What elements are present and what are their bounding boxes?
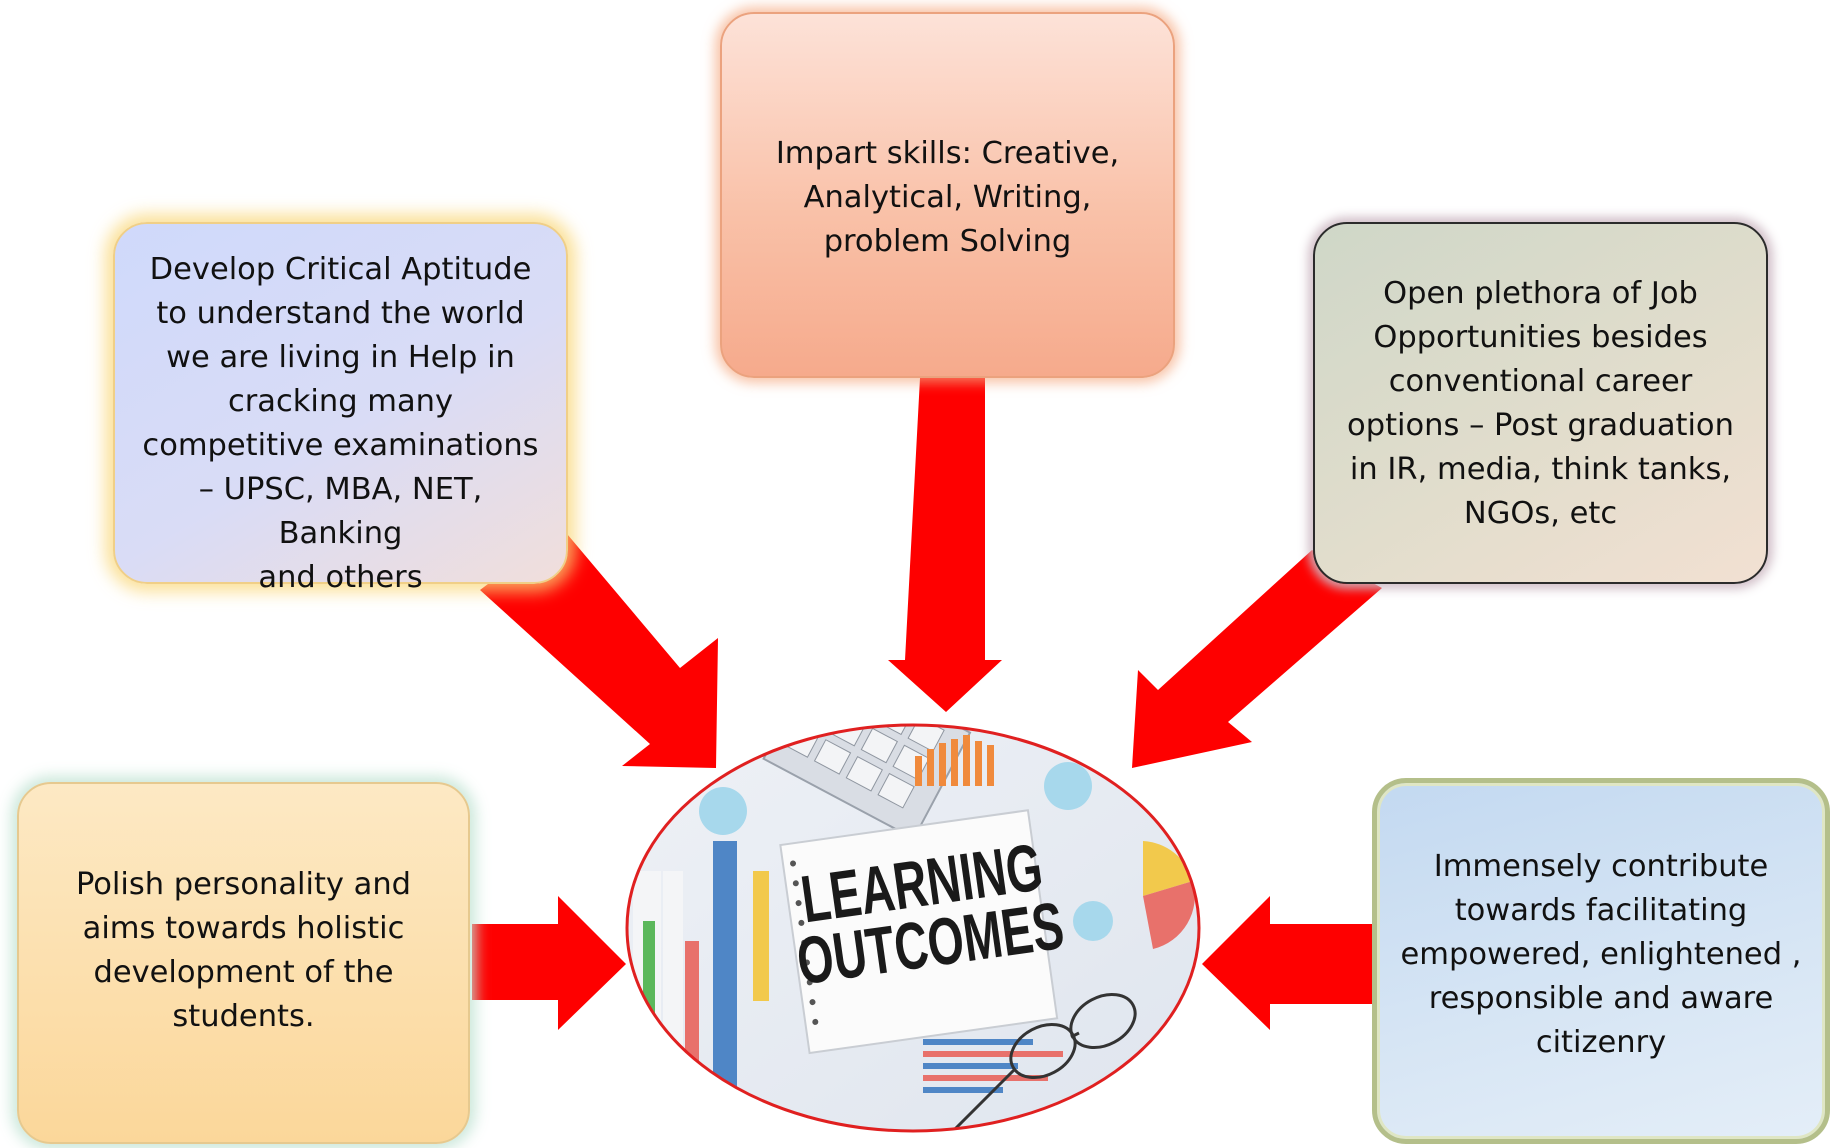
paper-ball [699,787,747,835]
center-ellipse-border [625,723,1201,1133]
arrow-from-polish [472,896,626,1030]
pie-chart [1143,841,1193,896]
arrow-from-jobs [1132,550,1382,768]
notebook: LEARNING OUTCOMES [779,809,1068,1055]
pie-slice [1143,881,1195,949]
box-polish-personality: Polish personality and aims towards holi… [17,782,470,1144]
box-develop-critical-aptitude: Develop Critical Aptitude to understand … [113,222,568,595]
arrow-from-critical [480,528,718,768]
bottom-bar-chart [923,1039,1063,1093]
arrow-from-skills [888,378,1002,712]
paper-ball [1044,762,1092,810]
box-job-opportunities: Open plethora of Job Opportunities besid… [1313,222,1768,584]
learning-outcomes-image: LEARNING OUTCOMES [625,723,1201,1133]
glasses-icon [951,992,1137,1131]
orange-bars [915,735,994,786]
arrow-from-citizenry [1202,896,1372,1030]
box-impart-skills: Impart skills: Creative, Analytical, Wri… [720,12,1175,378]
box-citizenry: Immensely contribute towards facilitatin… [1372,778,1830,1144]
paper-ball [1073,901,1113,941]
